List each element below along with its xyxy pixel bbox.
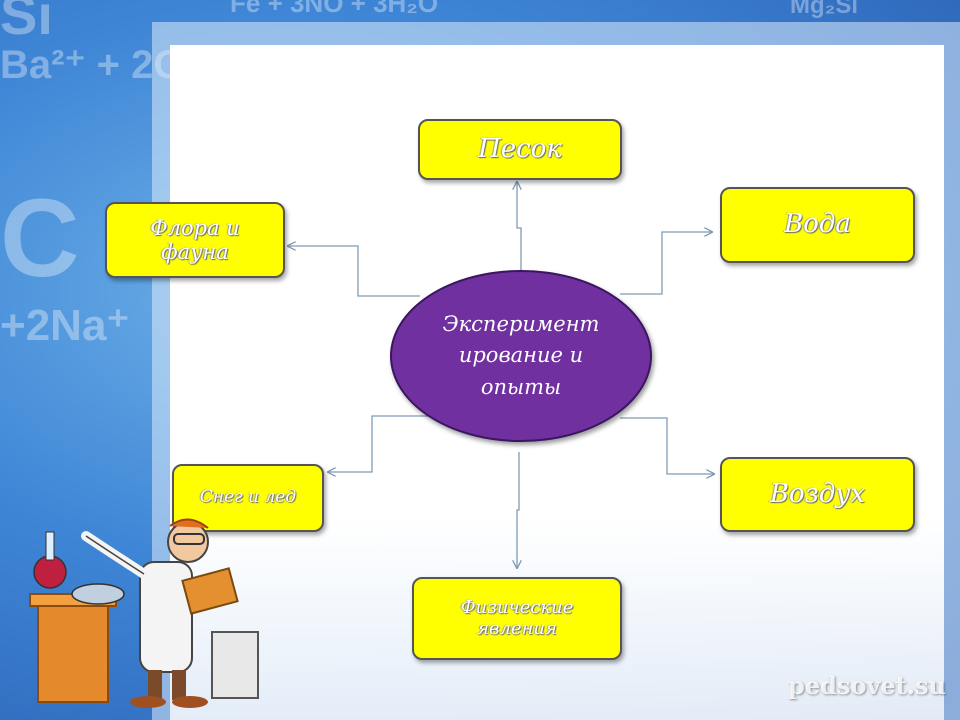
node-physics-label: Физические явления — [460, 596, 574, 639]
connector-sand — [517, 182, 522, 270]
background-formula: Si — [0, 0, 53, 46]
node-flora-label: Флора и фауна — [150, 215, 240, 264]
center-node: Эксперимент ирование и опыты — [390, 270, 652, 442]
node-flora: Флора и фауна — [105, 202, 285, 278]
background-formula: C — [0, 177, 80, 300]
background-formula: Mg₂Si — [790, 0, 858, 19]
node-physics: Физические явления — [412, 577, 622, 660]
connector-physics — [517, 452, 519, 568]
node-water-label: Вода — [784, 209, 851, 240]
node-air: Воздух — [720, 457, 915, 532]
connector-snow — [328, 415, 430, 472]
background-formula: Fe + 3NO + 3H₂O — [230, 0, 439, 18]
node-sand: Песок — [418, 119, 622, 180]
connector-air — [620, 417, 714, 474]
connector-flora — [288, 246, 420, 297]
background-formula: +2Na⁺ — [0, 301, 130, 350]
node-air-label: Воздух — [769, 478, 866, 509]
node-snow-label: Снег и лед — [199, 487, 297, 508]
node-water: Вода — [720, 187, 915, 263]
scientist-illustration — [29, 518, 259, 708]
center-node-label: Эксперимент ирование и опыты — [442, 311, 600, 399]
watermark: pedsovet.su — [788, 671, 946, 700]
node-sand-label: Песок — [478, 133, 562, 164]
connector-water — [620, 232, 712, 295]
